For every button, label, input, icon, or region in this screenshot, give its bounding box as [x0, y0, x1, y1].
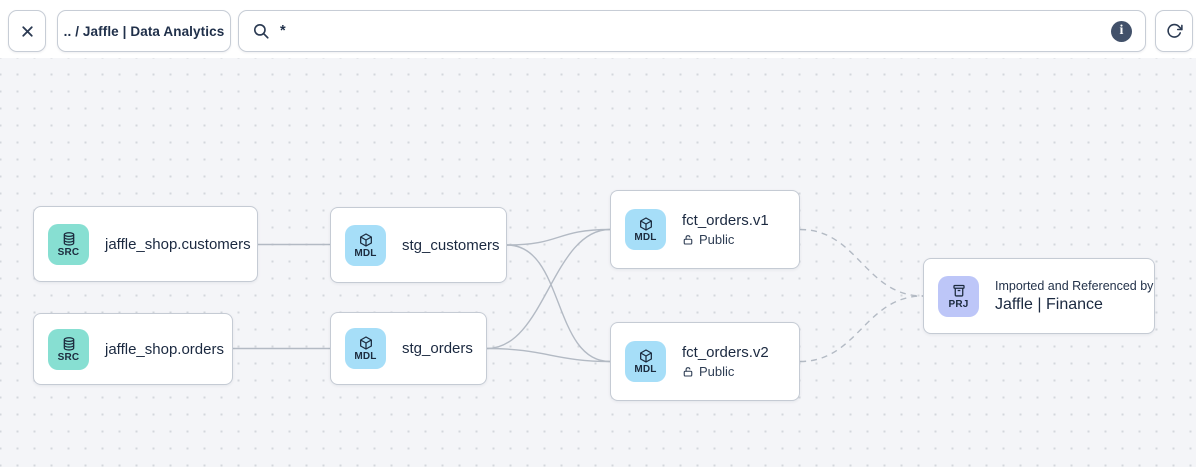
- badge-label: SRC: [57, 246, 80, 258]
- refresh-icon: [1167, 23, 1183, 38]
- node-subtitle: Imported and Referenced by: [995, 278, 1154, 293]
- source-badge: SRC: [48, 328, 89, 370]
- breadcrumb-label: .. / Jaffle | Data Analytics: [63, 23, 225, 39]
- node-stg-customers[interactable]: MDL stg_customers: [330, 207, 507, 283]
- node-project-jaffle-finance[interactable]: PRJ Imported and Referenced by Jaffle | …: [923, 258, 1155, 334]
- edge-stg-orders-to-fct-v1: [486, 228, 611, 350]
- archive-icon: [952, 284, 965, 297]
- node-stg-orders[interactable]: MDL stg_orders: [330, 312, 487, 385]
- node-title: fct_orders.v1: [682, 212, 769, 229]
- cube-icon: [639, 217, 652, 231]
- source-badge: SRC: [48, 223, 89, 265]
- close-button[interactable]: [8, 10, 46, 52]
- search-box[interactable]: i: [238, 10, 1146, 52]
- model-badge: MDL: [345, 328, 386, 369]
- edge-stg-orders-to-fct-v2: [486, 347, 611, 363]
- access-row: Public: [682, 232, 769, 247]
- edge-stg-customers-to-fct-v2: [506, 244, 611, 363]
- node-jaffle-shop-orders[interactable]: SRC jaffle_shop.orders: [33, 313, 233, 385]
- cube-icon: [359, 336, 372, 350]
- unlock-icon: [683, 234, 693, 245]
- node-title: stg_orders: [402, 340, 473, 357]
- project-badge: PRJ: [938, 275, 979, 317]
- breadcrumb[interactable]: .. / Jaffle | Data Analytics: [57, 10, 231, 52]
- model-badge: MDL: [625, 209, 666, 250]
- badge-label: MDL: [354, 351, 377, 362]
- node-fct-orders-v2[interactable]: MDL fct_orders.v2 Public: [610, 322, 800, 401]
- info-icon[interactable]: i: [1111, 20, 1132, 42]
- close-icon: [21, 25, 33, 37]
- badge-label: SRC: [57, 351, 80, 363]
- toolbar: .. / Jaffle | Data Analytics i: [0, 0, 1196, 58]
- badge-label: MDL: [634, 364, 657, 375]
- unlock-icon: [683, 366, 693, 377]
- badge-label: PRJ: [948, 298, 969, 310]
- access-row: Public: [682, 364, 769, 379]
- database-icon: [63, 231, 74, 246]
- model-badge: MDL: [345, 224, 386, 266]
- node-title: jaffle_shop.orders: [105, 340, 224, 358]
- edge-fct-v1-to-project: [799, 228, 924, 297]
- edge-fct-v2-to-project: [799, 295, 924, 363]
- model-badge: MDL: [625, 341, 666, 382]
- badge-label: MDL: [354, 247, 377, 259]
- magnifier-icon: [253, 23, 269, 39]
- refresh-button[interactable]: [1155, 10, 1193, 52]
- badge-label: MDL: [634, 232, 657, 243]
- node-title: Jaffle | Finance: [995, 295, 1103, 313]
- cube-icon: [639, 349, 652, 363]
- node-title: stg_customers: [402, 236, 500, 254]
- database-icon: [63, 336, 74, 351]
- node-fct-orders-v1[interactable]: MDL fct_orders.v1 Public: [610, 190, 800, 269]
- edge-stg-customers-to-fct-v1: [506, 228, 611, 246]
- cube-icon: [359, 232, 372, 247]
- node-jaffle-shop-customers[interactable]: SRC jaffle_shop.customers: [33, 206, 258, 282]
- access-label: Public: [699, 232, 735, 247]
- search-input[interactable]: [280, 23, 1101, 39]
- node-title: jaffle_shop.customers: [105, 235, 251, 253]
- access-label: Public: [699, 364, 735, 379]
- node-title: fct_orders.v2: [682, 344, 769, 361]
